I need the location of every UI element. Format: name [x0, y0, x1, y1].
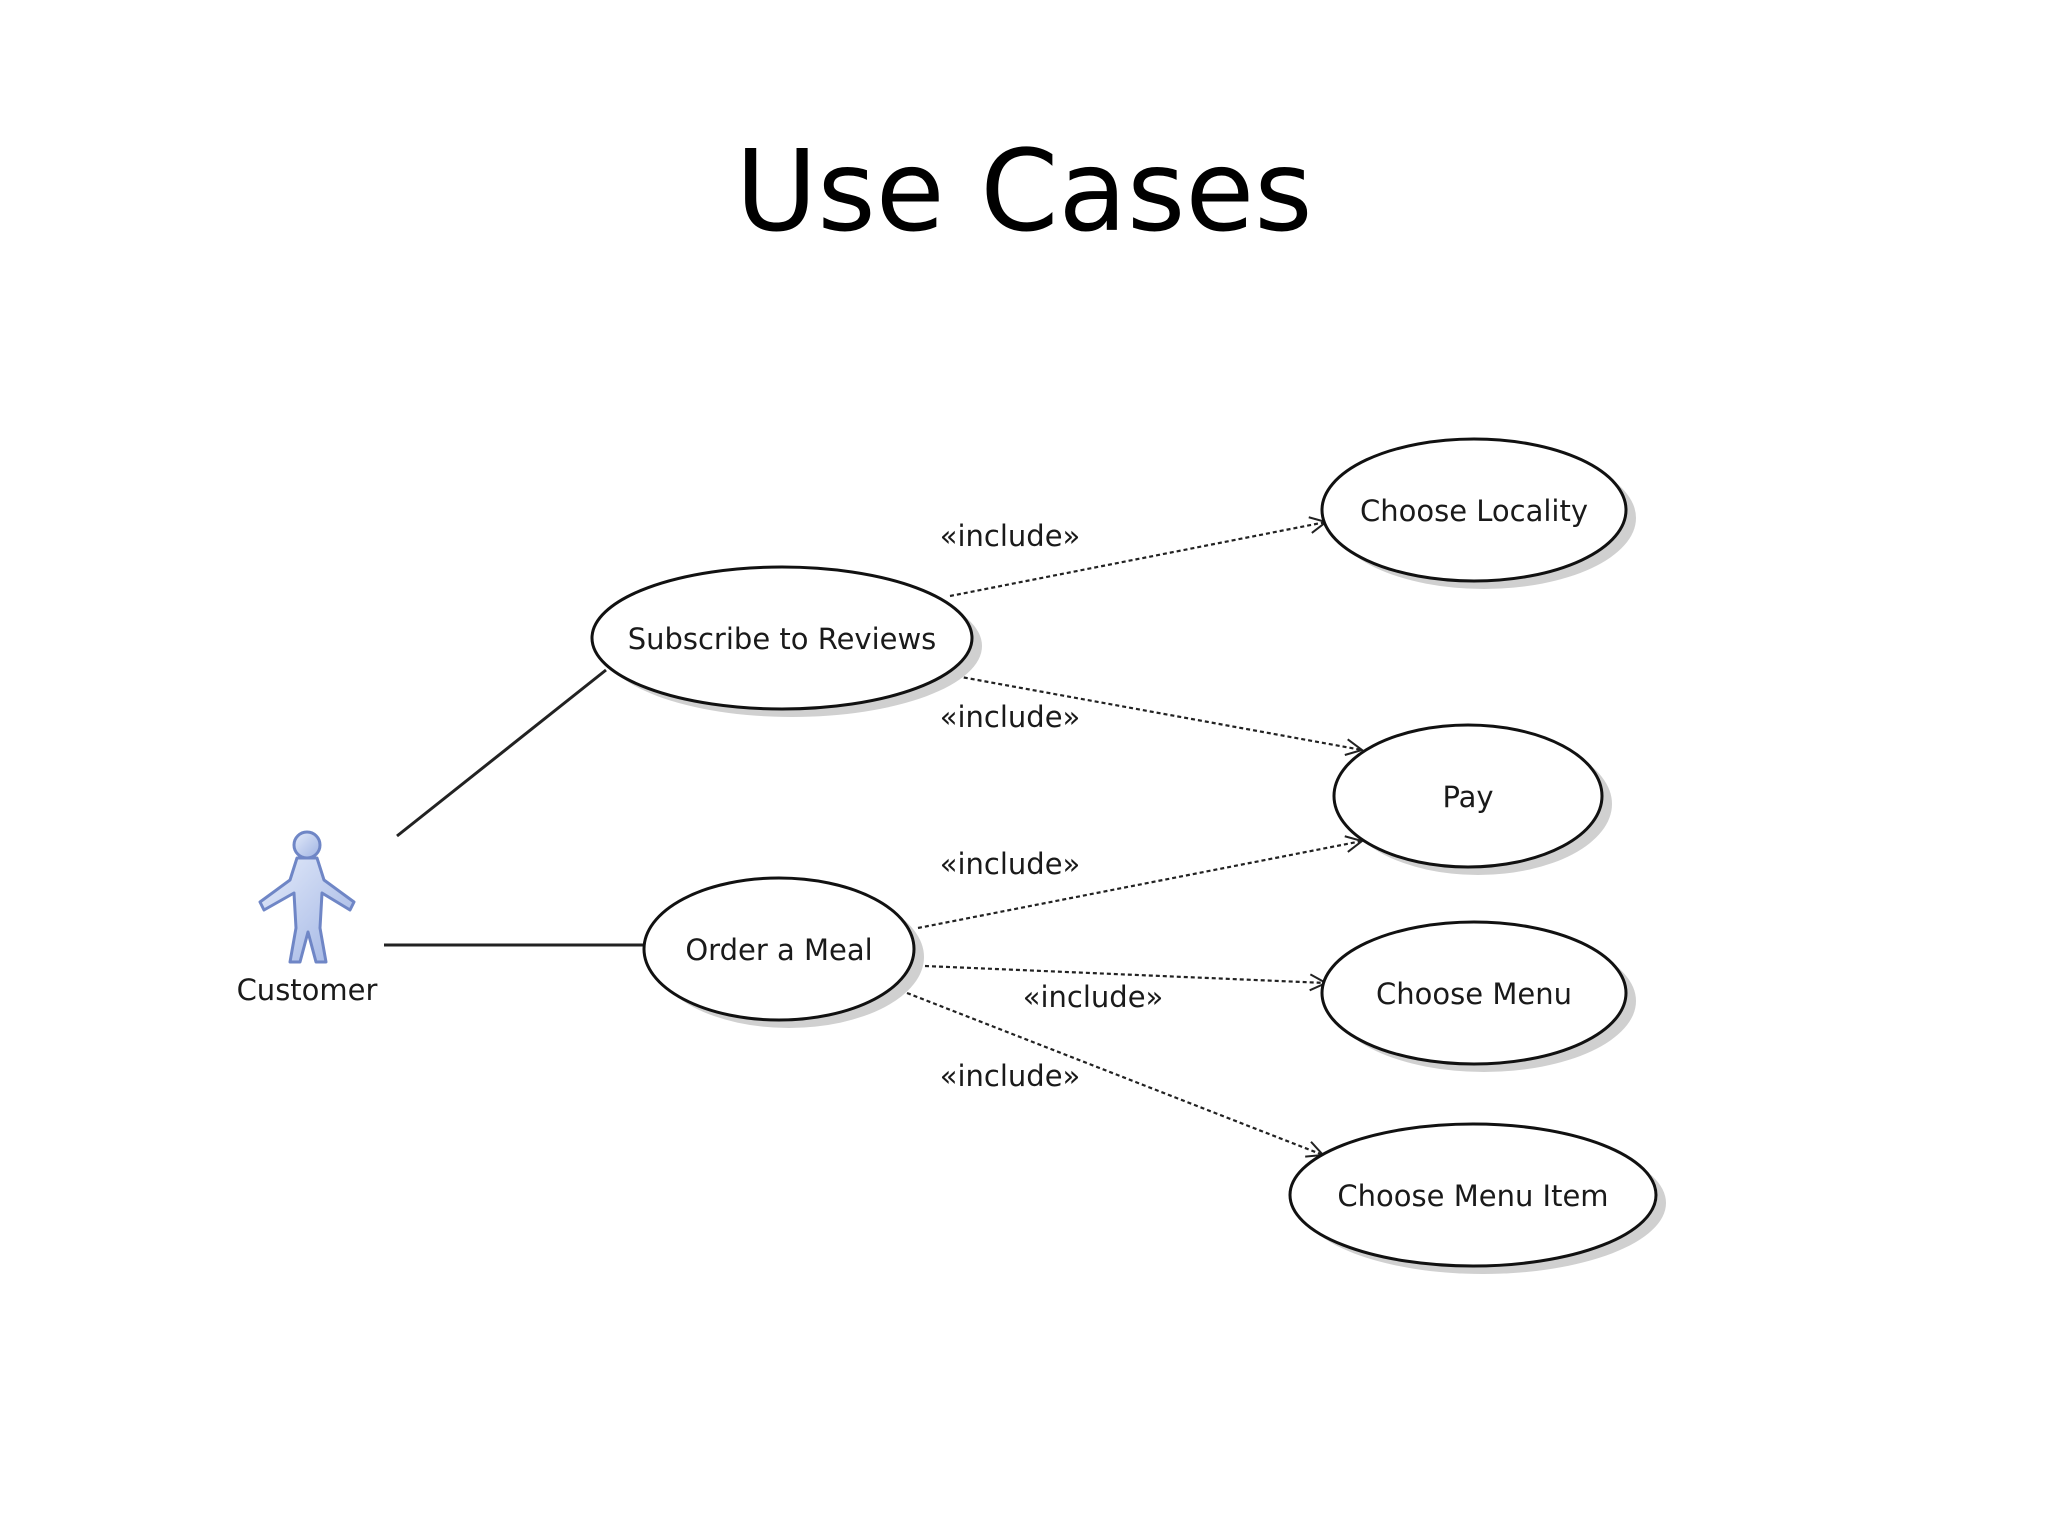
use-case-label: Subscribe to Reviews: [628, 622, 937, 656]
actor-label: Customer: [237, 973, 378, 1007]
stick-figure-icon: [258, 830, 356, 964]
use-case-pay: Pay: [1332, 723, 1612, 875]
include-label-3: «include»: [940, 847, 1081, 881]
include-label-4: «include»: [1023, 980, 1164, 1014]
dependency-subscribe-locality: [949, 522, 1326, 598]
include-label-1: «include»: [940, 519, 1081, 553]
actor-customer: Customer: [237, 830, 378, 1007]
use-case-label: Choose Menu: [1376, 977, 1572, 1011]
use-case-choose-menu-item: Choose Menu Item: [1288, 1122, 1666, 1274]
include-label-2: «include»: [940, 700, 1081, 734]
use-case-label: Pay: [1442, 780, 1493, 814]
use-case-label: Order a Meal: [685, 933, 872, 967]
use-case-label: Choose Locality: [1360, 494, 1588, 528]
use-case-order-a-meal: Order a Meal: [642, 876, 924, 1028]
include-label-5: «include»: [940, 1059, 1081, 1093]
include-dependencies: [906, 522, 1362, 1155]
slide-title: Use Cases: [735, 127, 1313, 257]
association-subscribe: [396, 668, 607, 838]
dependency-order-pay: [917, 841, 1362, 930]
dependency-order-menu: [924, 964, 1326, 983]
dependency-order-menu-item: [906, 991, 1323, 1155]
use-case-choose-menu: Choose Menu: [1320, 920, 1636, 1072]
use-case-label: Choose Menu Item: [1337, 1179, 1608, 1213]
use-case-choose-locality: Choose Locality: [1320, 437, 1636, 589]
use-case-subscribe-to-reviews: Subscribe to Reviews: [590, 565, 982, 717]
